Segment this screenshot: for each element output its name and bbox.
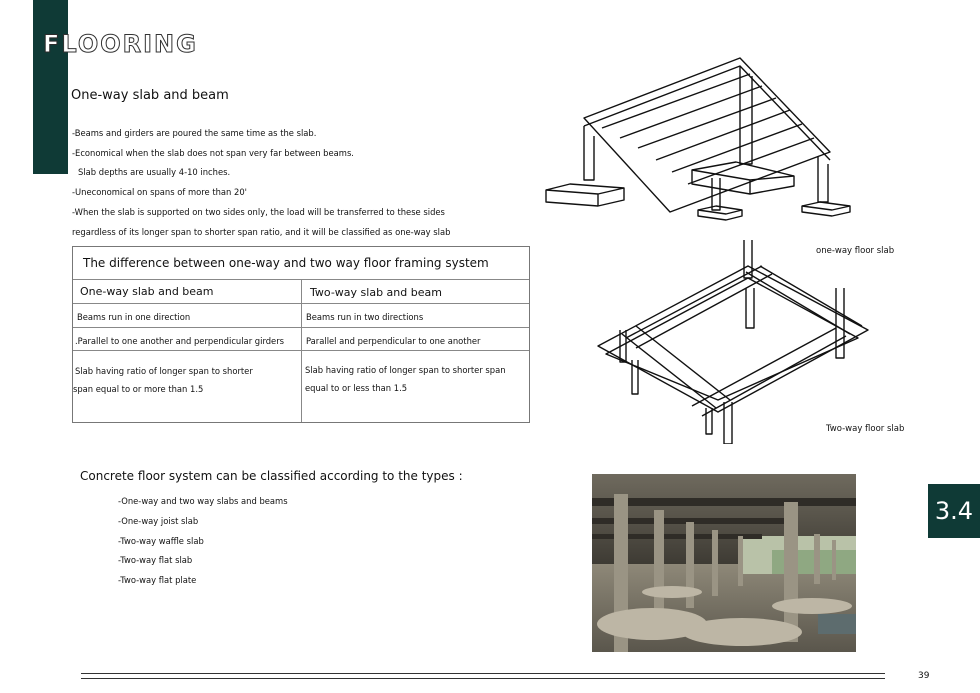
table-cell: Beams run in one direction	[77, 312, 191, 322]
table-cell: Slab having ratio of longer span to shor…	[305, 365, 506, 375]
one-way-slab-sketch	[545, 57, 851, 221]
page-title: FLOORING	[42, 30, 198, 59]
table-cell: equal to or less than 1.5	[305, 383, 408, 393]
table-cell: .Parallel to one another and perpendicul…	[75, 336, 285, 346]
type-item: -Two-way flat plate	[118, 575, 197, 586]
title-rest: LOORING	[61, 30, 198, 59]
type-item: -Two-way waffle slab	[118, 535, 204, 546]
bullet-item: -Beams and girders are poured the same t…	[72, 128, 317, 138]
bullet-item: -Economical when the slab does not span …	[72, 147, 354, 158]
section-number-badge: 3.4	[928, 484, 980, 538]
bullet-item: -Uneconomical on spans of more than 20'	[72, 187, 247, 198]
table-cell: Beams run in two directions	[306, 312, 424, 322]
bullet-item: -When the slab is supported on two sides…	[72, 206, 445, 217]
section-heading: One-way slab and beam	[71, 88, 229, 103]
table-cell: Parallel and perpendicular to one anothe…	[306, 336, 481, 346]
footer-rule	[81, 673, 885, 674]
footer-rule	[81, 678, 885, 679]
types-list: -One-way and two way slabs and beams -On…	[118, 492, 288, 591]
title-first-letter: F	[42, 30, 62, 59]
bullet-list: -Beams and girders are poured the same t…	[72, 124, 450, 242]
bullet-item: regardless of its longer span to shorter…	[72, 226, 451, 237]
comparison-title: The difference between one-way and two w…	[83, 256, 489, 270]
bullet-item: Slab depths are usually 4-10 inches.	[78, 167, 231, 178]
caption-two-way: Two-way floor slab	[826, 424, 905, 434]
type-item: -Two-way flat slab	[118, 555, 193, 566]
type-item: -One-way joist slab	[118, 515, 199, 526]
types-title: Concrete floor system can be classified …	[80, 469, 463, 483]
type-item: -One-way and two way slabs and beams	[118, 496, 288, 506]
page-number: 39	[918, 671, 930, 681]
comparison-table: The difference between one-way and two w…	[72, 246, 530, 423]
col2-header: Two-way slab and beam	[310, 286, 442, 299]
side-accent-bar	[33, 0, 68, 174]
table-cell: span equal to or more than 1.5	[73, 384, 204, 394]
table-cell: Slab having ratio of longer span to shor…	[75, 366, 253, 376]
col1-header: One-way slab and beam	[80, 285, 214, 298]
construction-photo	[592, 474, 856, 652]
caption-one-way: one-way floor slab	[816, 246, 895, 256]
two-way-slab-sketch	[597, 240, 869, 444]
